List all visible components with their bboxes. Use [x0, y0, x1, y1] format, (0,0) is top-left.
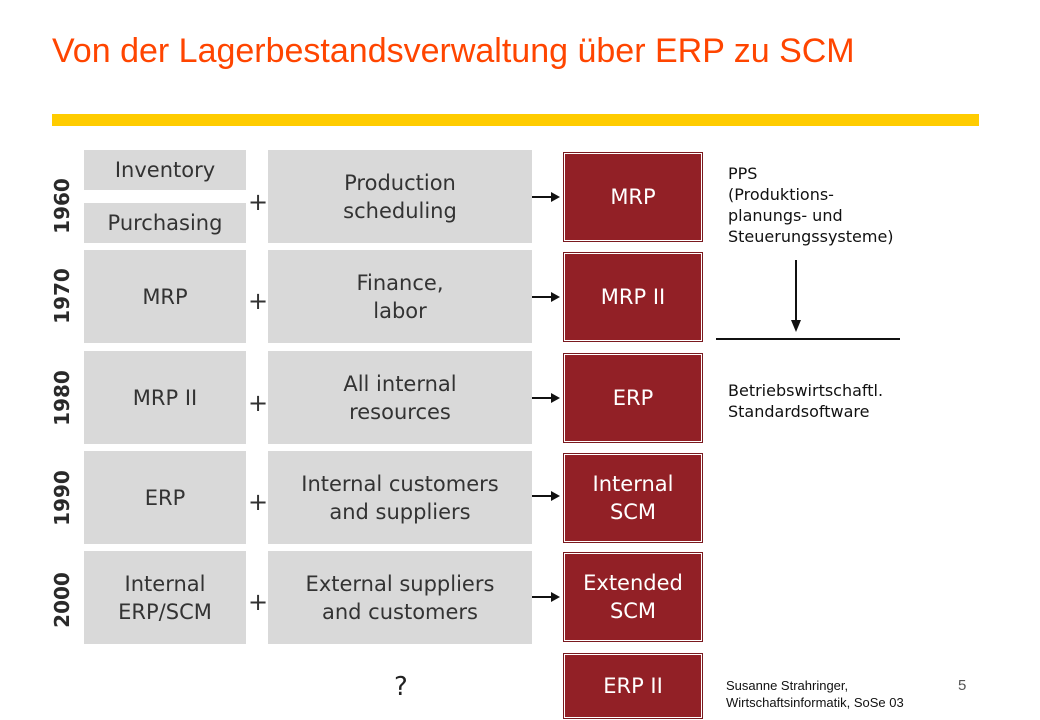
arrow-icon: [532, 393, 560, 403]
box-mrp-ii: MRP II: [84, 351, 246, 444]
plus-sign-2000: +: [248, 588, 269, 616]
box-internal-customers-suppliers: Internal customers and suppliers: [268, 451, 532, 544]
box-result-extended-scm: Extended SCM: [563, 552, 703, 642]
plus-sign-1970: +: [248, 287, 269, 315]
box-internal-erp-scm: Internal ERP/SCM: [84, 551, 246, 644]
plus-sign-1980: +: [248, 389, 269, 417]
box-result-erp: ERP: [563, 353, 703, 443]
page-number: 5: [958, 677, 967, 694]
divider-line: [716, 338, 900, 340]
box-purchasing: Purchasing: [84, 203, 246, 243]
title-underline-bar: [52, 114, 979, 126]
year-label-1970: 1970: [50, 268, 74, 324]
box-result-mrp-ii: MRP II: [563, 252, 703, 342]
box-production-scheduling: Production scheduling: [268, 150, 532, 243]
year-label-1990: 1990: [50, 470, 74, 526]
plus-sign-1990: +: [248, 488, 269, 516]
box-result-erp-ii: ERP II: [563, 653, 703, 719]
box-result-internal-scm: Internal SCM: [563, 453, 703, 543]
box-finance-labor: Finance, labor: [268, 250, 532, 343]
arrow-icon: [532, 192, 560, 202]
arrow-icon: [532, 292, 560, 302]
plus-sign-1960: +: [248, 188, 269, 216]
page-title: Von der Lagerbestandsverwaltung über ERP…: [52, 32, 855, 70]
box-inventory: Inventory: [84, 150, 246, 190]
arrow-icon: [532, 592, 560, 602]
box-mrp: MRP: [84, 250, 246, 343]
standardsoftware-annotation: Betriebswirtschaftl. Standardsoftware: [728, 381, 884, 421]
down-arrow-icon: [791, 260, 801, 332]
footer-author: Susanne Strahringer, Wirtschaftsinformat…: [726, 678, 904, 710]
box-result-mrp: MRP: [563, 152, 703, 242]
box-erp: ERP: [84, 451, 246, 544]
pps-annotation: PPS (Produktions- planungs- und Steuerun…: [728, 164, 894, 246]
box-all-internal-resources: All internal resources: [268, 351, 532, 444]
box-external-suppliers-customers: External suppliers and customers: [268, 551, 532, 644]
arrow-icon: [532, 491, 560, 501]
question-mark: ?: [394, 672, 408, 702]
year-label-1980: 1980: [50, 370, 74, 426]
year-label-2000: 2000: [50, 572, 74, 628]
year-label-1960: 1960: [50, 178, 74, 234]
